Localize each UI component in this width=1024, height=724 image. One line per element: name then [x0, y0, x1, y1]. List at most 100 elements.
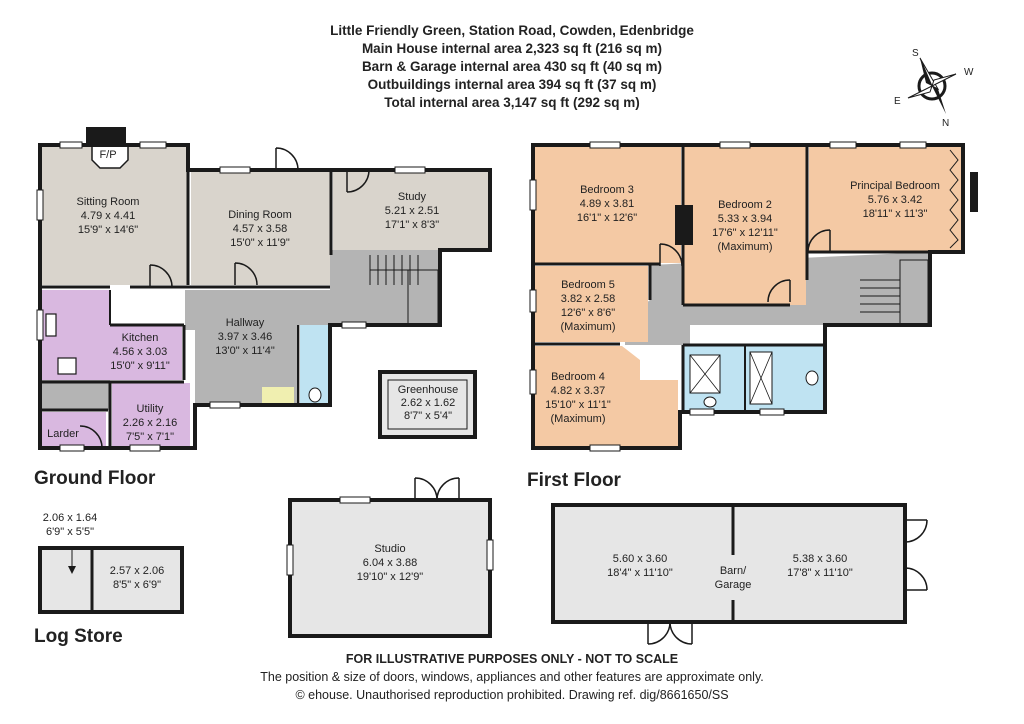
- first-floor-plan: [529, 141, 978, 452]
- hallway-imperial: 13'0" x 11'4": [215, 345, 275, 357]
- studio-plan: [286, 477, 494, 638]
- compass-east-label: E: [894, 96, 901, 107]
- log-store-plan: [38, 546, 184, 614]
- barn-right-imperial: 17'8" x 11'10": [787, 567, 853, 579]
- property-header: Little Friendly Green, Station Road, Cow…: [0, 22, 1024, 112]
- chimney: [86, 127, 126, 145]
- larder-name: Larder: [47, 428, 79, 440]
- ground-floor-label: Ground Floor: [34, 468, 156, 489]
- studio-imperial: 19'10" x 12'9": [357, 571, 424, 583]
- log-store-a-metric: 2.06 x 1.64: [43, 512, 97, 524]
- bedroom4-metric: 4.82 x 3.37: [551, 385, 605, 397]
- barn-garage-area: Barn & Garage internal area 430 sq ft (4…: [361, 59, 663, 74]
- log-store-b-metric: 2.57 x 2.06: [110, 565, 164, 577]
- bedroom4-imperial: 15'10" x 11'1": [545, 399, 611, 411]
- barn-right-metric: 5.38 x 3.60: [793, 553, 847, 565]
- first-floor-stairs: [860, 259, 929, 325]
- kitchen-imperial: 15'0" x 9'11": [110, 360, 170, 372]
- bedroom4-note: (Maximum): [551, 413, 606, 425]
- dining-room-name: Dining Room: [228, 209, 292, 221]
- bedroom5-name: Bedroom 5: [561, 279, 615, 291]
- bedroom3-metric: 4.89 x 3.81: [580, 198, 634, 210]
- first-floor-chimney: [675, 205, 693, 245]
- dining-room-metric: 4.57 x 3.58: [233, 223, 287, 235]
- studio-name: Studio: [374, 543, 405, 555]
- larder-area: [40, 412, 106, 448]
- dining-room-area: [191, 170, 330, 285]
- bedroom5-imperial: 12'6" x 8'6": [561, 307, 615, 319]
- hob-icon: [57, 357, 77, 375]
- second-toilet-icon: [805, 370, 819, 386]
- bedroom2-metric: 5.33 x 3.94: [718, 213, 772, 225]
- barn-left-metric: 5.60 x 3.60: [613, 553, 667, 565]
- first-outer-walls: [531, 143, 965, 450]
- bedroom3-area: [533, 145, 681, 263]
- compass-north-label: N: [942, 118, 949, 129]
- property-address: Little Friendly Green, Station Road, Cow…: [330, 23, 694, 38]
- main-house-area: Main House internal area 2,323 sq ft (21…: [361, 41, 663, 56]
- bedroom5-note: (Maximum): [561, 321, 616, 333]
- kitchen-name: Kitchen: [122, 332, 159, 344]
- footer: FOR ILLUSTRATIVE PURPOSES ONLY - NOT TO …: [0, 650, 1024, 704]
- sink-icon: [45, 313, 57, 337]
- sitting-room-name: Sitting Room: [77, 196, 140, 208]
- principal-bedroom-name: Principal Bedroom: [850, 180, 940, 192]
- first-floor-windows: [529, 141, 927, 452]
- principal-bedroom-metric: 5.76 x 3.42: [868, 194, 922, 206]
- log-store-a-imperial: 6'9" x 5'5": [46, 526, 94, 538]
- barn-left-imperial: 18'4" x 11'10": [607, 567, 673, 579]
- greenhouse-name: Greenhouse: [398, 384, 459, 396]
- bedroom2-area: [684, 145, 806, 305]
- study-area: [333, 170, 488, 250]
- bedroom5-area: [533, 266, 648, 342]
- bedroom4-area: [533, 346, 678, 448]
- study-metric: 5.21 x 2.51: [385, 205, 439, 217]
- ground-windows: [36, 141, 426, 452]
- compass-icon: S W E N: [894, 48, 974, 129]
- bedroom2-name: Bedroom 2: [718, 199, 772, 211]
- copyright-text: © ehouse. Unauthorised reproduction proh…: [295, 688, 729, 702]
- bedroom2-note: (Maximum): [718, 241, 773, 253]
- barn-garage-label-1: Barn/: [720, 565, 747, 577]
- utility-name: Utility: [137, 403, 164, 415]
- sitting-room-imperial: 15'9" x 14'6": [78, 224, 138, 236]
- utility-area: [112, 383, 190, 448]
- fireplace-hearth: [91, 145, 129, 169]
- bedroom5-metric: 3.82 x 2.58: [561, 293, 615, 305]
- disclaimer-text: FOR ILLUSTRATIVE PURPOSES ONLY - NOT TO …: [345, 652, 679, 666]
- accuracy-note: The position & size of doors, windows, a…: [260, 670, 764, 684]
- principal-bedroom-area: [809, 145, 963, 252]
- ground-wc-toilet-icon: [308, 387, 322, 403]
- hallway-name: Hallway: [226, 317, 265, 329]
- studio-metric: 6.04 x 3.88: [363, 557, 417, 569]
- wardrobe-doors: [949, 149, 959, 249]
- log-store-b-imperial: 8'5" x 6'9": [113, 579, 161, 591]
- first-toilet-icon: [703, 396, 717, 408]
- total-area: Total internal area 3,147 sq ft (292 sq …: [384, 95, 640, 110]
- ground-stairs: [369, 255, 439, 325]
- study-imperial: 17'1" x 8'3": [385, 219, 439, 231]
- room-labels: F/P Sitting Room 4.79 x 4.41 15'9" x 14'…: [43, 149, 940, 591]
- outbuildings-area: Outbuildings internal area 394 sq ft (37…: [367, 77, 657, 92]
- first-floor-label: First Floor: [527, 470, 621, 491]
- fireplace-label: F/P: [99, 149, 116, 161]
- barn-garage-plan: [551, 503, 928, 645]
- bedroom4-name: Bedroom 4: [551, 371, 605, 383]
- sitting-room-metric: 4.79 x 4.41: [81, 210, 135, 222]
- greenhouse-metric: 2.62 x 1.62: [401, 397, 455, 409]
- principal-chimney: [970, 172, 978, 212]
- barn-garage-label-2: Garage: [715, 579, 752, 591]
- ground-hallway-area: [110, 250, 440, 405]
- compass-south-label: S: [912, 48, 919, 59]
- greenhouse-plan: [378, 370, 477, 439]
- greenhouse-imperial: 8'7" x 5'4": [404, 410, 452, 422]
- ground-floor-plan: [36, 127, 492, 452]
- utility-metric: 2.26 x 2.16: [123, 417, 177, 429]
- dining-room-imperial: 15'0" x 11'9": [230, 237, 290, 249]
- kitchen-metric: 4.56 x 3.03: [113, 346, 167, 358]
- principal-bedroom-imperial: 18'11" x 11'3": [863, 208, 928, 220]
- log-store-label: Log Store: [34, 626, 123, 647]
- compass-west-label: W: [964, 67, 974, 78]
- bedroom3-name: Bedroom 3: [580, 184, 634, 196]
